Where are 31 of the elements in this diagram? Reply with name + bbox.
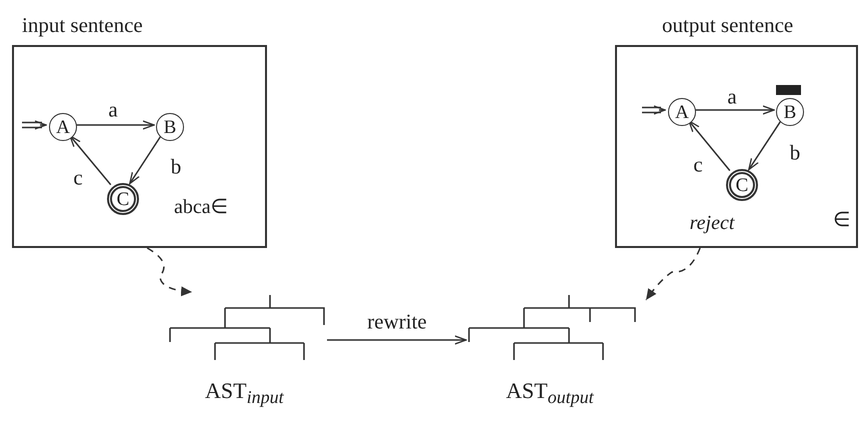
edge-label: a — [727, 86, 737, 108]
start-arrow — [641, 105, 666, 115]
edge-label: b — [790, 142, 800, 164]
tree-label: AST$_{output}$ — [506, 377, 594, 407]
start-arrow — [21, 120, 47, 130]
edge-label: rewrite — [367, 312, 427, 332]
arrow — [69, 135, 112, 186]
dashed-arrow — [645, 248, 701, 300]
sentence-text: abca∈ — [174, 197, 228, 217]
sentence-text: ∈ — [833, 210, 850, 230]
arrow — [748, 121, 781, 170]
arrow — [688, 120, 730, 172]
arrow — [694, 105, 775, 115]
tree-label: AST$_{input}$ — [205, 377, 284, 407]
edge-label: c — [693, 154, 703, 176]
state-label: A — [56, 118, 70, 136]
dashed-arrow — [146, 247, 192, 296]
panel-heading: output sentence — [662, 12, 794, 39]
arrow — [129, 136, 161, 184]
arrow — [75, 120, 155, 130]
edge-label: a — [108, 100, 118, 120]
state-label: A — [675, 102, 689, 122]
state-label: C — [736, 176, 748, 194]
state-label: B — [164, 118, 176, 136]
panel-heading: input sentence — [22, 12, 143, 39]
edge-label: b — [170, 156, 182, 178]
arrow — [327, 335, 467, 345]
state-label: B — [784, 102, 796, 122]
edge-label: c — [73, 168, 83, 188]
state-label: C — [116, 190, 130, 208]
result-text: reject — [690, 213, 734, 233]
